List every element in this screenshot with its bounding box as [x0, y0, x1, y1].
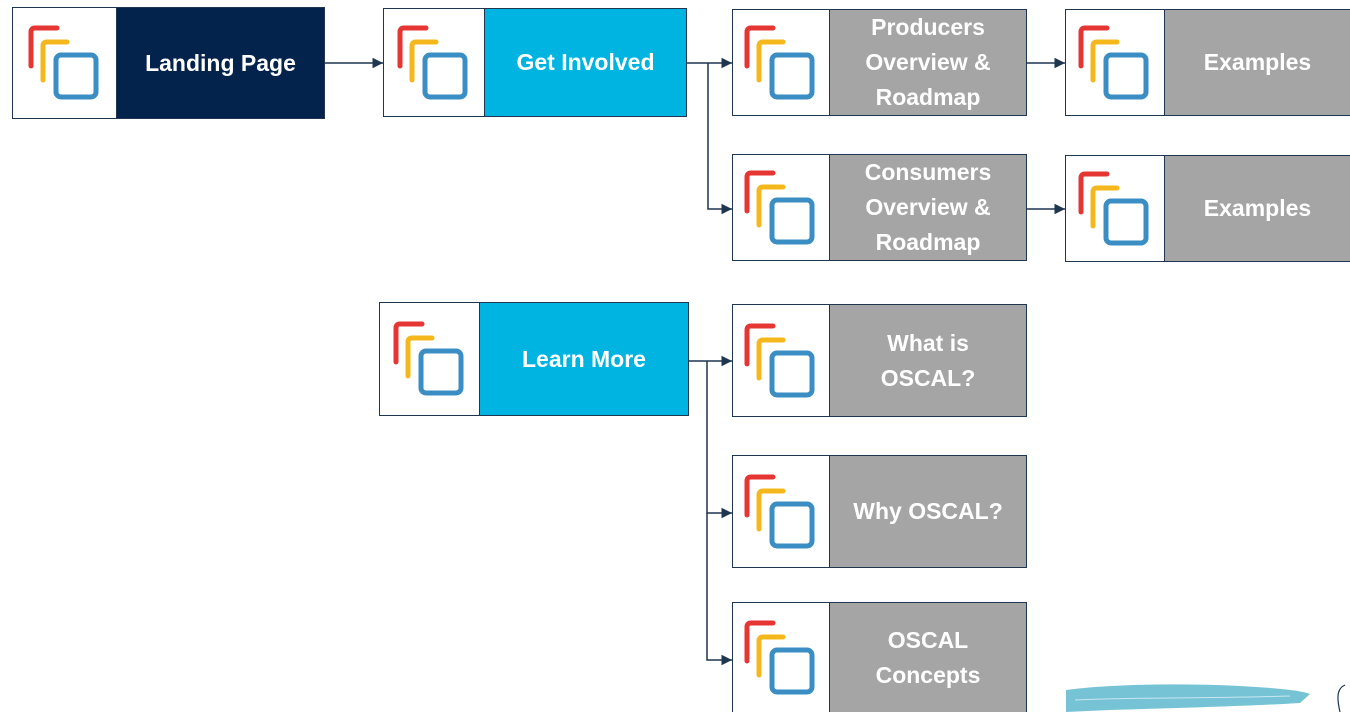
stacked-pages-icon: [733, 603, 830, 712]
node-producers-overview[interactable]: Producers Overview & Roadmap: [732, 9, 1027, 116]
node-label: What is OSCAL?: [830, 305, 1026, 416]
stacked-pages-icon: [1066, 10, 1165, 115]
stacked-pages-icon: [733, 305, 830, 416]
stacked-pages-icon: [733, 456, 830, 567]
node-label: Consumers Overview & Roadmap: [830, 155, 1026, 260]
connector-learn-more-to-why: [706, 361, 732, 519]
node-what-is-oscal[interactable]: What is OSCAL?: [732, 304, 1027, 417]
node-label: Why OSCAL?: [830, 456, 1026, 567]
node-why-oscal[interactable]: Why OSCAL?: [732, 455, 1027, 568]
brush-curl-decoration: [1337, 684, 1346, 712]
stacked-pages-icon: [733, 10, 830, 115]
node-label: Learn More: [480, 303, 688, 415]
node-landing-page[interactable]: Landing Page: [12, 7, 325, 119]
stacked-pages-icon: [13, 8, 117, 118]
node-label: Examples: [1165, 10, 1350, 115]
connector-learn-more-to-concepts: [706, 513, 732, 666]
node-oscal-concepts[interactable]: OSCAL Concepts: [732, 602, 1027, 712]
stacked-pages-icon: [1066, 156, 1165, 261]
node-label: Examples: [1165, 156, 1350, 261]
node-label: Producers Overview & Roadmap: [830, 10, 1026, 115]
connector-get-involved-to-consumers: [707, 63, 732, 215]
node-consumers-examples[interactable]: Examples: [1065, 155, 1350, 262]
node-label: OSCAL Concepts: [830, 603, 1026, 712]
node-label: Get Involved: [485, 9, 686, 116]
stacked-pages-icon: [733, 155, 830, 260]
stacked-pages-icon: [384, 9, 485, 116]
stacked-pages-icon: [380, 303, 480, 415]
node-producers-examples[interactable]: Examples: [1065, 9, 1350, 116]
node-label: Landing Page: [117, 8, 324, 118]
node-learn-more[interactable]: Learn More: [379, 302, 689, 416]
node-get-involved[interactable]: Get Involved: [383, 8, 687, 117]
node-consumers-overview[interactable]: Consumers Overview & Roadmap: [732, 154, 1027, 261]
